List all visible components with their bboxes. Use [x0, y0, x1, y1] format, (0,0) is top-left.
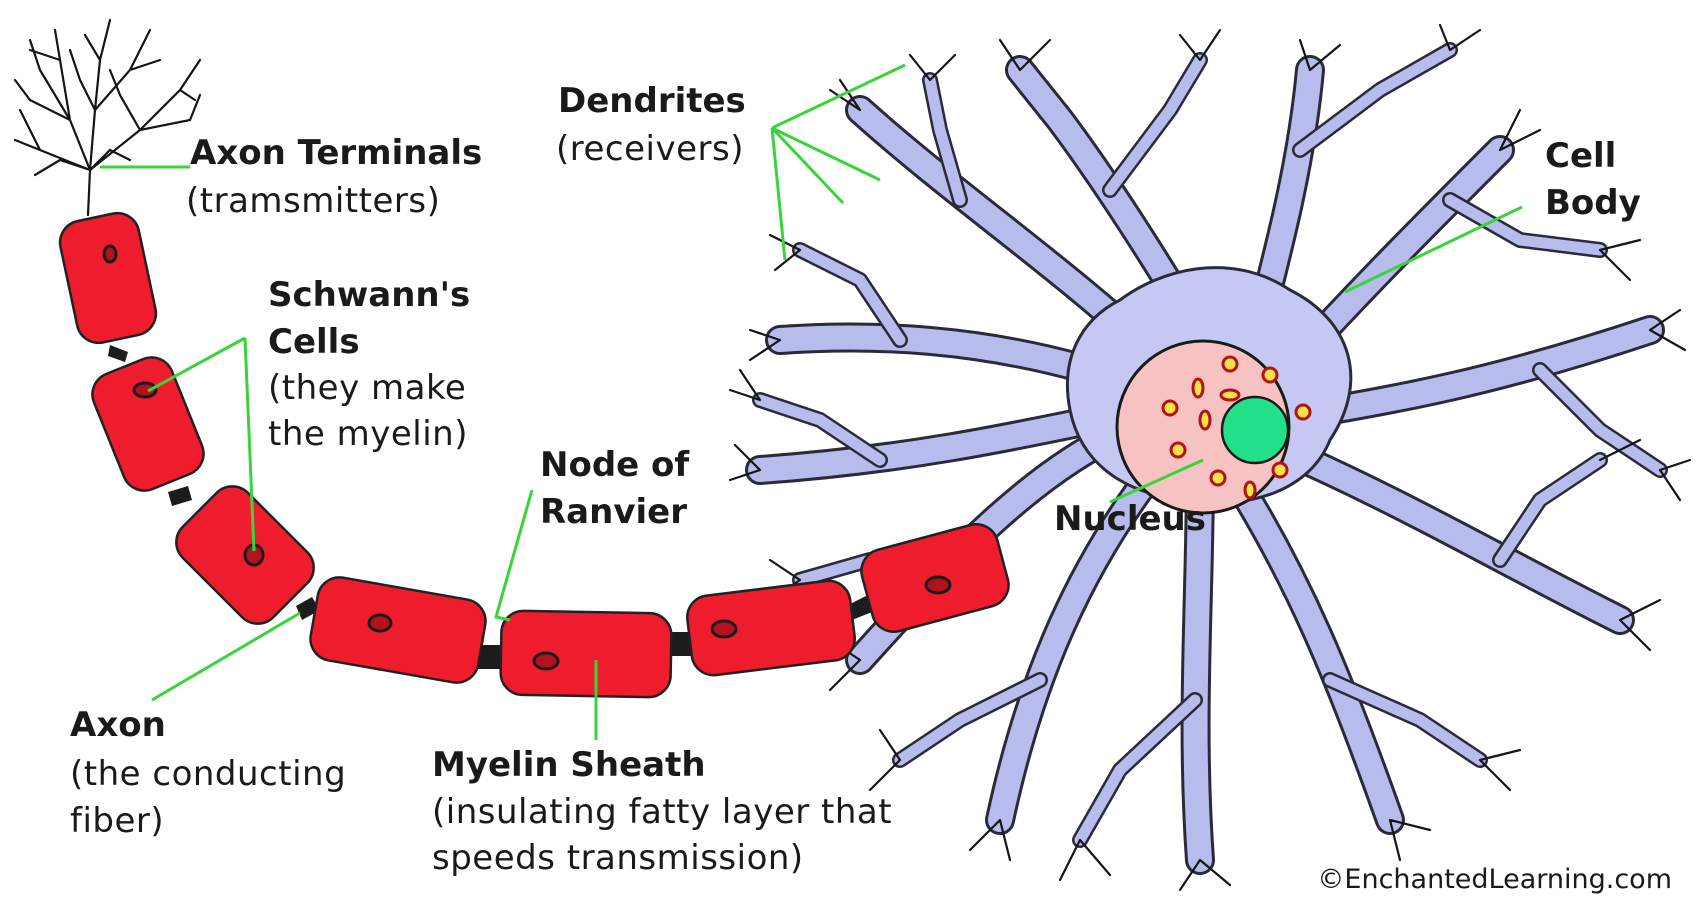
label-nucleus-title: Nucleus [1054, 499, 1206, 539]
label-axon-terminals: Axon Terminals (tramsmitters) [186, 133, 482, 221]
schwann-cell-nucleus [104, 246, 116, 262]
schwann-cell-nucleus [534, 653, 558, 669]
label-schwanns-cells-line4: the myelin) [268, 414, 468, 454]
label-axon-line2: (the conducting [70, 754, 346, 794]
credit-text: ©EnchantedLearning.com [1317, 864, 1672, 895]
label-myelin-sheath-line3: speeds transmission) [432, 838, 804, 878]
label-schwanns-cells: Schwann's Cells (they make the myelin) [268, 275, 470, 454]
label-node-of-ranvier-line1: Node of [540, 445, 690, 485]
schwann-cell-nucleus [712, 621, 736, 637]
label-node-of-ranvier: Node of Ranvier [540, 445, 690, 532]
label-axon-title: Axon [70, 705, 166, 745]
leader-axon [152, 613, 300, 700]
label-dendrites-title: Dendrites [558, 81, 746, 121]
label-cell-body-line2: Body [1545, 183, 1641, 223]
label-axon: Axon (the conducting fiber) [70, 705, 346, 841]
myelin-segment [307, 574, 489, 686]
myelin-segment [500, 611, 671, 698]
nucleolus [1222, 397, 1288, 463]
label-node-of-ranvier-line2: Ranvier [540, 492, 687, 532]
myelin-segment [86, 351, 210, 497]
schwann-cell-nucleus [926, 577, 950, 593]
label-myelin-sheath: Myelin Sheath (insulating fatty layer th… [432, 745, 892, 878]
label-schwanns-cells-line3: (they make [268, 368, 466, 408]
label-dendrites: Dendrites (receivers) [556, 81, 746, 169]
leader-node-of-ranvier [496, 490, 532, 620]
label-dendrites-subtitle: (receivers) [556, 129, 744, 169]
label-cell-body-line1: Cell [1545, 136, 1616, 176]
label-nucleus: Nucleus [1054, 499, 1206, 539]
label-schwanns-cells-line1: Schwann's [268, 275, 470, 315]
leader-dendrites [772, 65, 905, 260]
label-myelin-sheath-line2: (insulating fatty layer that [432, 792, 892, 832]
label-axon-terminals-title: Axon Terminals [190, 133, 482, 173]
label-cell-body: Cell Body [1545, 136, 1641, 223]
schwann-cell-nucleus [369, 615, 391, 631]
label-myelin-sheath-title: Myelin Sheath [432, 745, 706, 785]
label-axon-terminals-subtitle: (tramsmitters) [186, 181, 440, 221]
label-axon-line3: fiber) [70, 801, 164, 841]
label-schwanns-cells-line2: Cells [268, 322, 360, 362]
axon-terminals [15, 20, 200, 215]
myelin-segment [56, 209, 160, 347]
